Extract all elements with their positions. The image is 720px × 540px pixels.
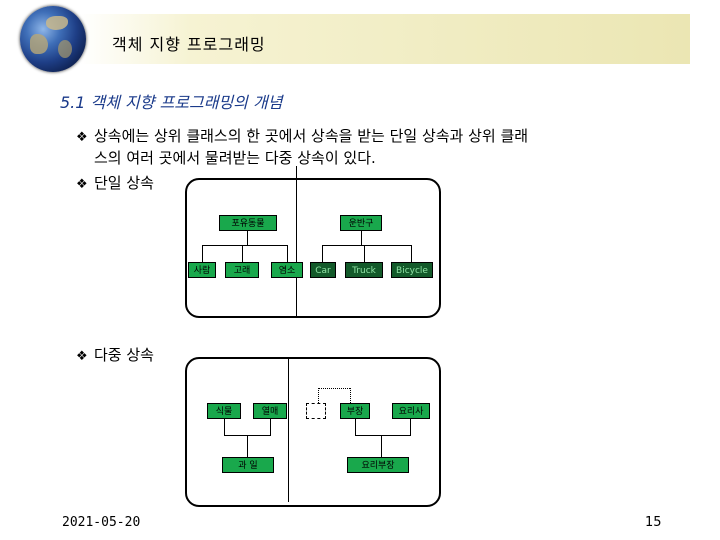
node-placeholder-dashed [306, 403, 326, 419]
diamond-bullet-icon: ❖ [76, 174, 94, 196]
node-vehicle: 운반구 [340, 215, 382, 231]
node-child-whale: 고래 [225, 262, 259, 278]
node-fruit: 과 일 [222, 457, 274, 473]
node-fruit-bearing: 열매 [253, 403, 287, 419]
panel-divider [296, 166, 297, 316]
node-manager: 부장 [340, 403, 370, 419]
node-child-truck: Truck [345, 262, 383, 278]
bullet-inheritance: ❖상속에는 상위 클래스의 한 곳에서 상속을 받는 단일 상속과 상위 클래 [76, 125, 528, 149]
bullet-text-line1: 상속에는 상위 클래스의 한 곳에서 상속을 받는 단일 상속과 상위 클래 [94, 127, 528, 145]
bullet-multiple: ❖다중 상속 [76, 344, 154, 368]
single-inheritance-panel [185, 178, 441, 318]
slide-header-title: 객체 지향 프로그래밍 [112, 31, 266, 55]
node-cook: 요리사 [392, 403, 430, 419]
section-title: 5.1 객체 지향 프로그래밍의 개념 [60, 89, 282, 113]
node-child-bicycle: Bicycle [391, 262, 433, 278]
page-number: 15 [645, 515, 662, 530]
node-child-car: Car [310, 262, 336, 278]
node-mammal: 포유동물 [219, 215, 277, 231]
bullet-single: ❖단일 상속 [76, 172, 154, 196]
node-child-human: 사람 [188, 262, 216, 278]
node-plant: 식물 [207, 403, 241, 419]
bullet-single-label: 단일 상속 [94, 174, 154, 192]
panel-divider [288, 358, 289, 502]
globe-logo [20, 6, 86, 72]
footer-date: 2021-05-20 [62, 515, 140, 530]
diamond-bullet-icon: ❖ [76, 127, 94, 149]
bullet-inheritance-cont: 스의 여러 곳에서 물려받는 다중 상속이 있다. [94, 147, 376, 169]
bullet-multiple-label: 다중 상속 [94, 346, 154, 364]
node-child-goat: 염소 [271, 262, 303, 278]
diamond-bullet-icon: ❖ [76, 346, 94, 368]
node-head-chef: 요리부장 [347, 457, 409, 473]
